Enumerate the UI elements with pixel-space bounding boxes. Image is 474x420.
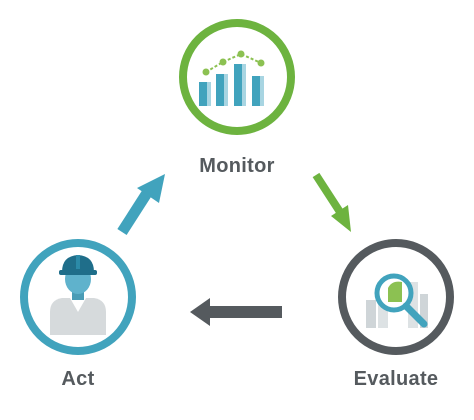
arrow-evaluate-to-act xyxy=(190,298,282,326)
magnifier-chart-icon xyxy=(366,273,428,328)
bar-chart-icon xyxy=(199,50,265,106)
arrow-act-to-monitor xyxy=(117,174,165,235)
arrow-monitor-to-evaluate xyxy=(312,172,351,232)
evaluate-node xyxy=(338,239,454,355)
worker-hardhat-icon xyxy=(50,255,106,335)
act-node xyxy=(20,239,136,355)
monitor-node xyxy=(179,19,295,135)
monitor-label: Monitor xyxy=(199,155,275,177)
evaluate-label: Evaluate xyxy=(353,368,439,390)
act-label: Act xyxy=(61,368,95,390)
